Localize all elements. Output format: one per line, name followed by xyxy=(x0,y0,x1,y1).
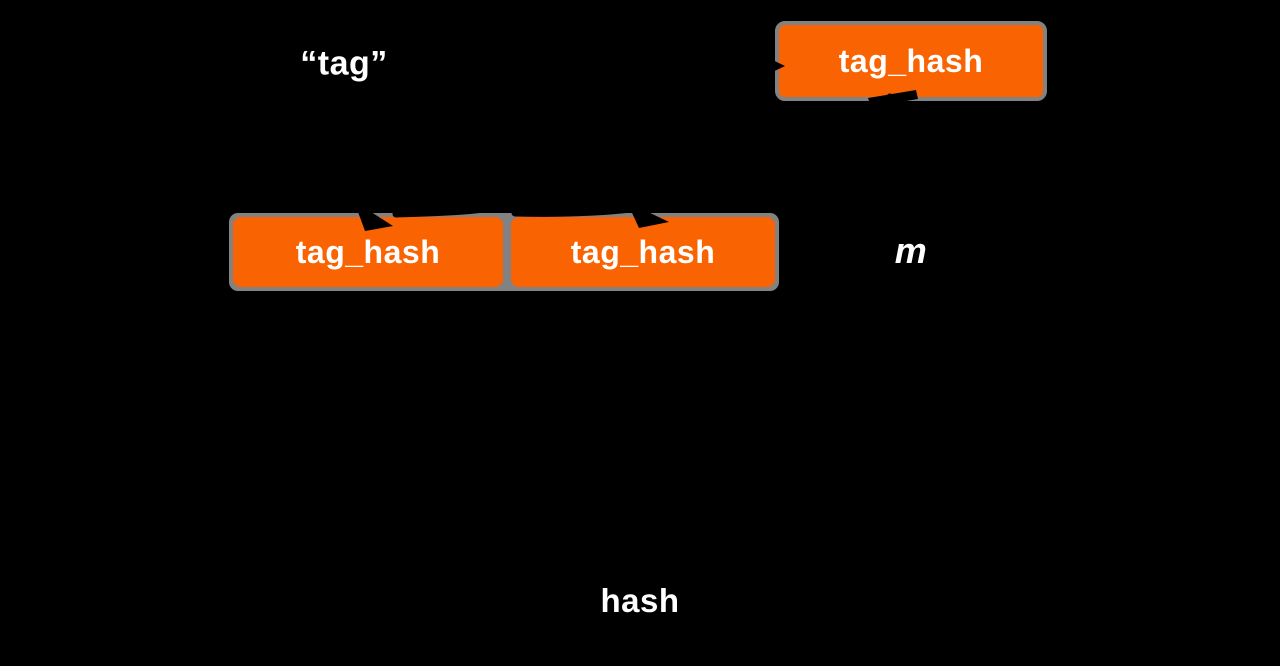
arrow-result-to-copy2 xyxy=(511,93,894,228)
arrow-tag-to-result xyxy=(404,54,785,78)
tag-hash-result-box: tag_hash xyxy=(775,21,1047,101)
hash-output-label: hash xyxy=(600,582,680,619)
tag-hash-copy1-label: tag_hash xyxy=(295,233,441,270)
message-label: m xyxy=(894,230,928,271)
tag-literal-label: “tag” xyxy=(300,44,388,83)
tag-hash-copy2-box: tag_hash xyxy=(511,217,775,287)
arrow-result-to-copy1 xyxy=(354,97,888,231)
concatenation-strip: tag_hash tag_hash xyxy=(229,213,779,291)
tag-hash-copy2-label: tag_hash xyxy=(570,233,716,270)
tag-hash-result-label: tag_hash xyxy=(838,42,984,79)
tag-hash-copy1-box: tag_hash xyxy=(233,217,503,287)
